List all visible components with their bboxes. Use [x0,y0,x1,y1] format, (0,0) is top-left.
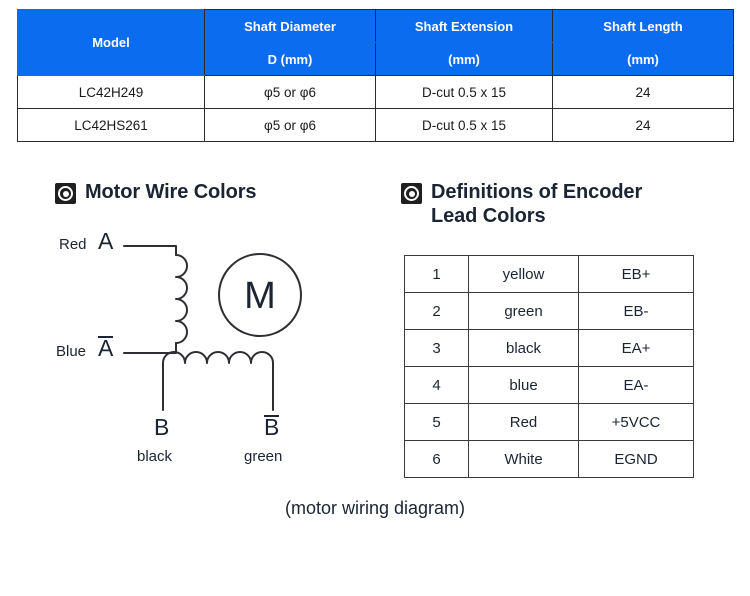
table-row: 5 Red +5VCC [404,403,694,441]
spec-header-shaft-length: Shaft Length [552,9,734,43]
shaft-spec-table-container: Model Shaft Diameter Shaft Extension Sha… [17,9,734,142]
spec-cell-shaft-length: 24 [552,75,734,109]
phase-a-lead-line [123,245,177,256]
encoder-cell-signal: EB+ [578,255,694,293]
spec-header-model: Model [17,9,205,76]
table-row: 3 black EA+ [404,329,694,367]
encoder-cell-pin: 2 [404,292,469,330]
motor-wiring-diagram: M Red A Blue A B B black green [56,228,380,465]
motor-wire-colors-heading-label: Motor Wire Colors [85,181,257,203]
encoder-heading-line-2: Lead Colors [431,205,546,228]
circled-dot-bullet-icon [401,183,422,204]
phase-a-bar-lead-line [123,342,177,354]
encoder-cell-pin: 6 [404,440,469,478]
spec-subheader-diameter-unit: D (mm) [204,42,376,76]
encoder-cell-signal: EB- [578,292,694,330]
encoder-cell-color: black [468,329,579,367]
encoder-lead-colors-table-container: 1 yellow EB+ 2 green EB- 3 black EA+ 4 b… [404,255,694,478]
encoder-cell-pin: 1 [404,255,469,293]
encoder-cell-pin: 5 [404,403,469,441]
spec-header-shaft-diameter: Shaft Diameter [204,9,376,43]
encoder-cell-color: yellow [468,255,579,293]
phase-b-bar-wire-color-label: green [244,448,283,465]
shaft-spec-table: Model Shaft Diameter Shaft Extension Sha… [17,9,734,142]
spec-cell-shaft-extension: D-cut 0.5 x 15 [375,108,553,142]
phase-a-coil [175,254,188,344]
spec-cell-shaft-length: 24 [552,108,734,142]
spec-subheader-extension-unit: (mm) [375,42,553,76]
motor-symbol-letter: M [244,275,276,317]
encoder-cell-color: green [468,292,579,330]
encoder-cell-signal: EGND [578,440,694,478]
phase-b-bar-label: B [264,414,280,440]
table-row: LC42H249 φ5 or φ6 D-cut 0.5 x 15 24 [17,75,734,109]
motor-circle [218,253,302,337]
encoder-lead-colors-table: 1 yellow EB+ 2 green EB- 3 black EA+ 4 b… [404,255,694,478]
phase-a-bar-wire-color-label: Blue [56,343,87,360]
table-row: 4 blue EA- [404,366,694,404]
spec-cell-model: LC42HS261 [17,108,205,142]
table-row: LC42HS261 φ5 or φ6 D-cut 0.5 x 15 24 [17,108,734,142]
table-row: 1 yellow EB+ [404,255,694,293]
encoder-cell-pin: 4 [404,366,469,404]
encoder-cell-pin: 3 [404,329,469,367]
encoder-cell-color: White [468,440,579,478]
encoder-cell-signal: EA+ [578,329,694,367]
encoder-cell-signal: EA- [578,366,694,404]
spec-subheader-length-unit: (mm) [552,42,734,76]
encoder-cell-signal: +5VCC [578,403,694,441]
motor-wire-colors-heading: Motor Wire Colors [55,180,257,204]
spec-cell-shaft-diameter: φ5 or φ6 [204,108,376,142]
phase-a-wire-color-label: Red [59,236,87,253]
wiring-diagram-svg: M [123,245,302,411]
phase-b-coil [162,351,274,364]
spec-cell-shaft-diameter: φ5 or φ6 [204,75,376,109]
phase-a-bar-label: A [98,335,114,361]
spec-cell-model: LC42H249 [17,75,205,109]
spec-cell-shaft-extension: D-cut 0.5 x 15 [375,75,553,109]
table-row: 2 green EB- [404,292,694,330]
table-row: 6 White EGND [404,440,694,478]
encoder-cell-color: Red [468,403,579,441]
circled-dot-bullet-icon [55,183,76,204]
encoder-cell-color: blue [468,366,579,404]
diagram-caption: (motor wiring diagram) [284,498,466,518]
phase-a-label: A [98,228,114,254]
phase-b-label: B [154,414,170,440]
phase-b-wire-color-label: black [137,448,173,465]
encoder-heading-line-1: Definitions of Encoder [431,181,643,203]
spec-header-shaft-extension: Shaft Extension [375,9,553,43]
